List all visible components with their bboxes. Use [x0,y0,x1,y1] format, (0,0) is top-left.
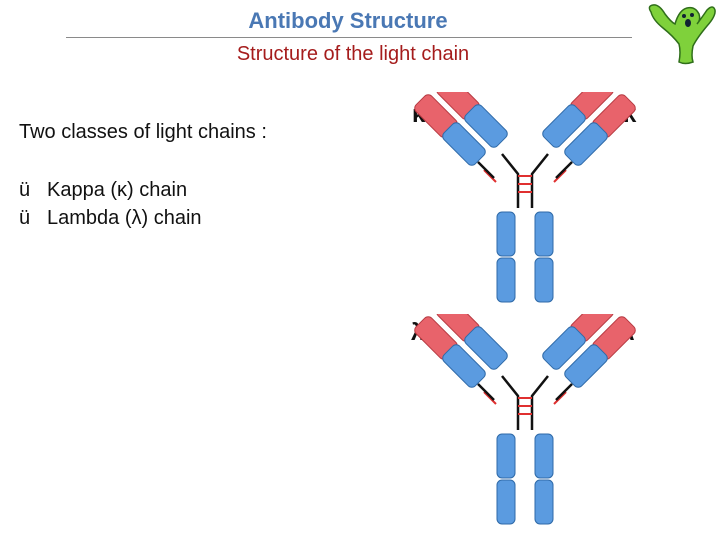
fc-ch3-domain [496,257,516,303]
heavy-chain-constant-domain [542,326,586,370]
fc-ch3-domain [534,257,554,303]
light-heavy-disulfide-bond [553,391,567,405]
light-chain-tail [555,161,573,179]
lambda-antibody-diagram [414,314,636,525]
list-item-label: Lambda (λ) chain [47,207,202,229]
light-chain-intro: Two classes of light chains : [19,121,267,143]
light-chain-constant-domain [442,122,486,166]
fc-ch2-domain [496,211,516,257]
hinge-chain-left [501,153,520,208]
check-icon: ü [19,207,31,229]
heavy-chain-constant-domain [542,104,586,148]
fc-ch2-domain [534,211,554,257]
fc-ch3-domain [496,479,516,525]
page-subtitle: Structure of the light chain [236,43,470,65]
fc-ch3-domain [534,479,554,525]
list-item-lambda: ü Lambda (λ) chain [19,207,202,230]
y-mascot-icon [648,4,716,65]
hinge-chain-right [530,153,549,208]
fc-ch2-domain [534,433,554,479]
light-chain-tail [477,383,495,401]
light-chain-constant-domain [564,122,608,166]
heavy-chain-constant-domain [464,326,508,370]
kappa-antibody-diagram [414,92,636,303]
hinge-chain-right [530,375,549,430]
fc-ch2-domain [496,433,516,479]
light-heavy-disulfide-bond [483,169,497,183]
light-chain-tail [477,161,495,179]
list-item-label: Kappa (κ) chain [47,179,188,201]
light-chain-constant-domain [564,344,608,388]
light-heavy-disulfide-bond [553,169,567,183]
heavy-chain-constant-domain [464,104,508,148]
light-chain-constant-domain [442,344,486,388]
light-heavy-disulfide-bond [483,391,497,405]
hinge-chain-left [501,375,520,430]
title-divider [66,37,632,38]
light-chain-tail [555,383,573,401]
list-item-kappa: ü Kappa (κ) chain [19,179,187,202]
check-icon: ü [19,179,31,201]
page-title: Antibody Structure [248,8,448,33]
